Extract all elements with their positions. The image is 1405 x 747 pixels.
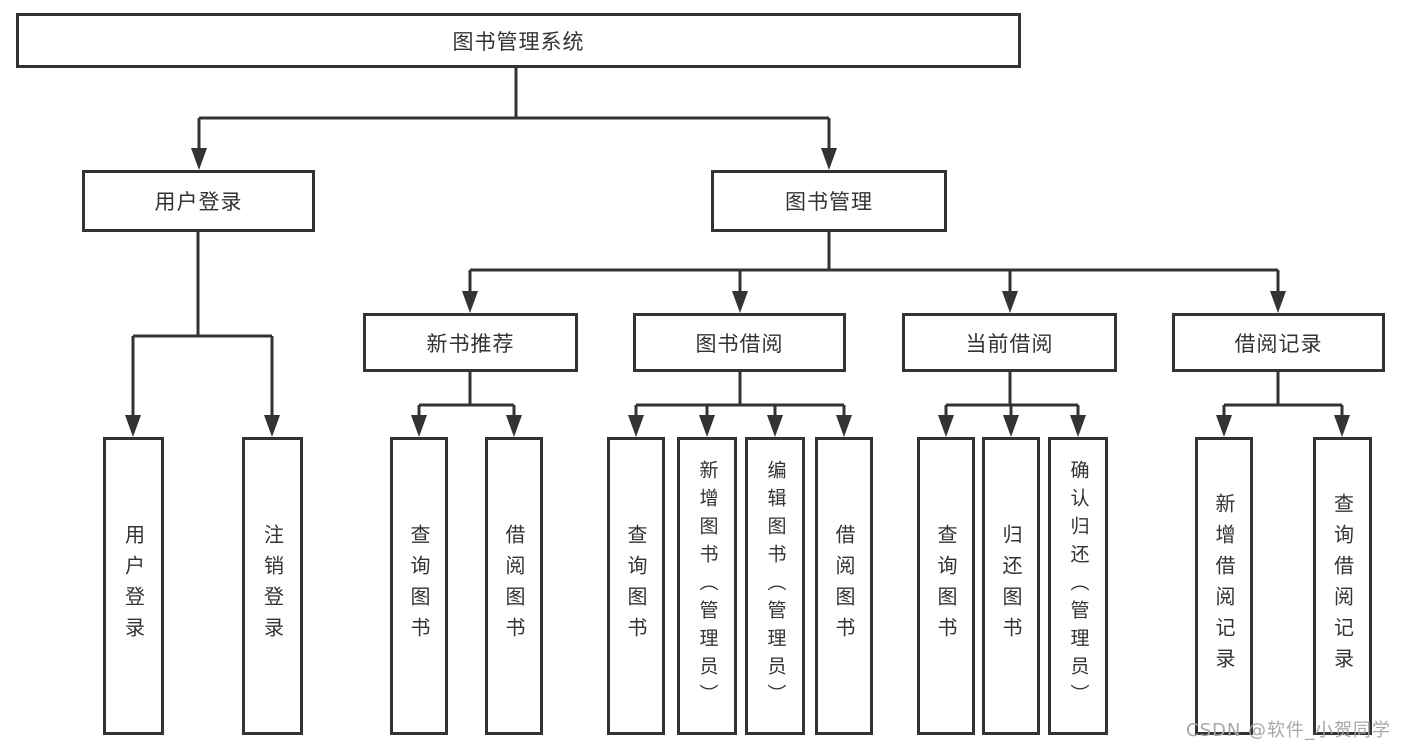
node-root: 图书管理系统 [16,13,1021,68]
leaf-query-borrow-record-label: 查询借阅记录 [1330,493,1355,679]
node-user-login-label: 用户登录 [154,190,243,214]
leaf-return-book-label: 归还图书 [999,524,1023,648]
leaf-query-book-recommend-label: 查询图书 [407,524,431,648]
node-new-book-recommend-label: 新书推荐 [426,331,515,356]
leaf-query-book-borrow: 查询图书 [607,437,665,735]
node-current-borrow-label: 当前借阅 [965,331,1054,356]
leaf-query-book-recommend: 查询图书 [390,437,448,735]
leaf-return-book: 归还图书 [982,437,1040,735]
leaf-confirm-return-admin: 确认归还（管理员） [1048,437,1108,735]
leaf-query-book-current: 查询图书 [917,437,975,735]
leaf-borrow-book-recommend-label: 借阅图书 [502,524,526,648]
leaf-borrow-book: 借阅图书 [815,437,873,735]
node-user-login: 用户登录 [82,170,315,232]
leaf-add-borrow-record-label: 新增借阅记录 [1212,493,1236,679]
node-current-borrow: 当前借阅 [902,313,1117,372]
leaf-borrow-book-label: 借阅图书 [832,524,856,648]
node-borrow-records-label: 借阅记录 [1234,331,1323,356]
node-root-label: 图书管理系统 [452,29,585,54]
leaf-query-book-current-label: 查询图书 [934,524,958,648]
leaf-query-borrow-record: 查询借阅记录 [1313,437,1372,735]
leaf-add-book-admin-label: 新增图书（管理员） [696,460,719,712]
leaf-user-login-label: 用户登录 [121,524,146,648]
node-book-borrow-label: 图书借阅 [695,331,784,356]
node-book-management: 图书管理 [711,170,947,232]
arrowhead-group [125,148,1350,437]
leaf-user-login: 用户登录 [103,437,164,735]
node-book-borrow: 图书借阅 [633,313,846,372]
leaf-logout: 注销登录 [242,437,303,735]
node-borrow-records: 借阅记录 [1172,313,1385,372]
leaf-add-borrow-record: 新增借阅记录 [1195,437,1253,735]
leaf-query-book-borrow-label: 查询图书 [624,524,648,648]
leaf-edit-book-admin-label: 编辑图书（管理员） [764,460,787,712]
leaf-add-book-admin: 新增图书（管理员） [677,437,737,735]
leaf-logout-label: 注销登录 [260,524,285,648]
watermark: CSDN @软件_小贺同学 [1186,720,1392,741]
leaf-confirm-return-admin-label: 确认归还（管理员） [1067,460,1090,712]
node-book-management-label: 图书管理 [785,190,873,214]
leaf-borrow-book-recommend: 借阅图书 [485,437,543,735]
leaf-edit-book-admin: 编辑图书（管理员） [745,437,805,735]
node-new-book-recommend: 新书推荐 [363,313,578,372]
